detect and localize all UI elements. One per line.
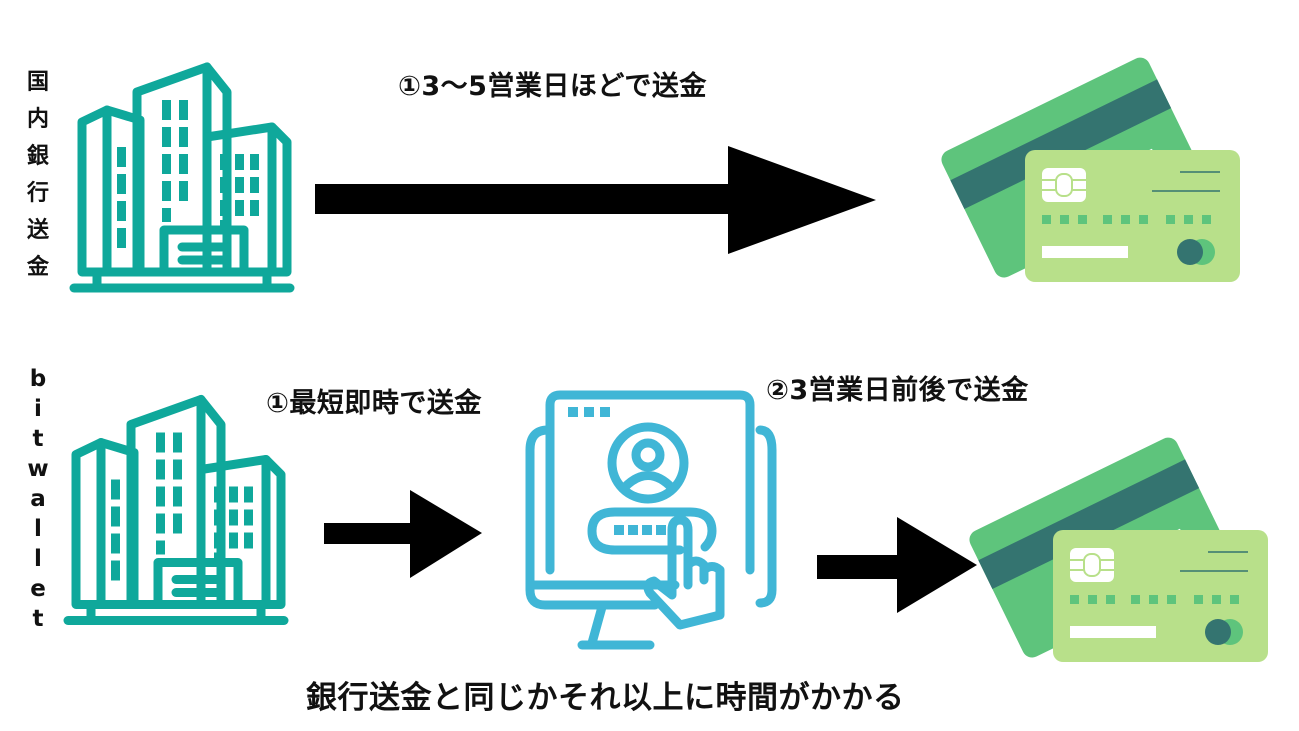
- row-label-bitwallet: b i t w a l l e t: [27, 366, 49, 632]
- conclusion-text: 銀行送金と同じかそれ以上に時間がかかる: [306, 680, 905, 716]
- bank-building-icon: [66, 392, 291, 632]
- right-arrow-icon: [315, 146, 876, 254]
- computer-login-icon: [525, 390, 777, 650]
- label-char: 内: [26, 107, 49, 132]
- right-arrow-icon: [324, 490, 482, 578]
- label-char: 送: [26, 218, 49, 243]
- step-caption-bank-3-5-days: ①3〜5営業日ほどで送金: [398, 71, 707, 102]
- right-arrow-icon: [817, 517, 977, 613]
- credit-card-icon: [965, 433, 1269, 663]
- label-char: t: [32, 426, 44, 452]
- label-char: e: [30, 576, 46, 602]
- label-char: l: [34, 546, 42, 572]
- credit-card-icon: [937, 53, 1241, 283]
- step-caption-instant-deposit: ①最短即時で送金: [266, 388, 482, 419]
- row-label-domestic-bank-transfer: 国 内 銀 行 送 金: [24, 72, 52, 279]
- label-char: 国: [26, 70, 49, 95]
- bank-building-icon: [72, 62, 297, 297]
- label-char: l: [34, 516, 42, 542]
- label-char: t: [32, 606, 44, 632]
- label-char: i: [34, 396, 42, 422]
- label-char: 金: [26, 255, 49, 280]
- label-char: 行: [26, 181, 49, 206]
- label-char: 銀: [26, 144, 49, 169]
- step-caption-withdraw-3-days: ②3営業日前後で送金: [766, 375, 1029, 406]
- label-char: a: [30, 486, 46, 512]
- label-char: w: [27, 456, 49, 482]
- label-char: b: [29, 366, 47, 392]
